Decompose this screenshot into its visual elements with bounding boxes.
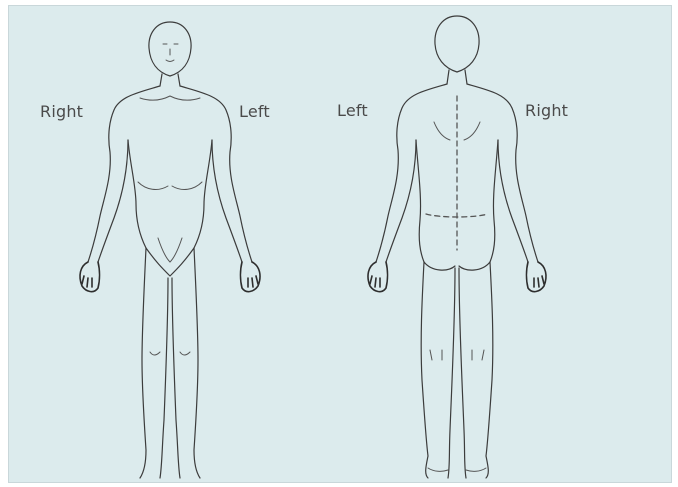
front-left-label: Left [239,104,270,120]
front-right-label: Right [40,104,83,120]
front-body-figure[interactable] [80,22,260,478]
back-left-label: Left [337,103,368,119]
back-right-label: Right [525,103,568,119]
back-body-figure[interactable] [368,16,546,478]
